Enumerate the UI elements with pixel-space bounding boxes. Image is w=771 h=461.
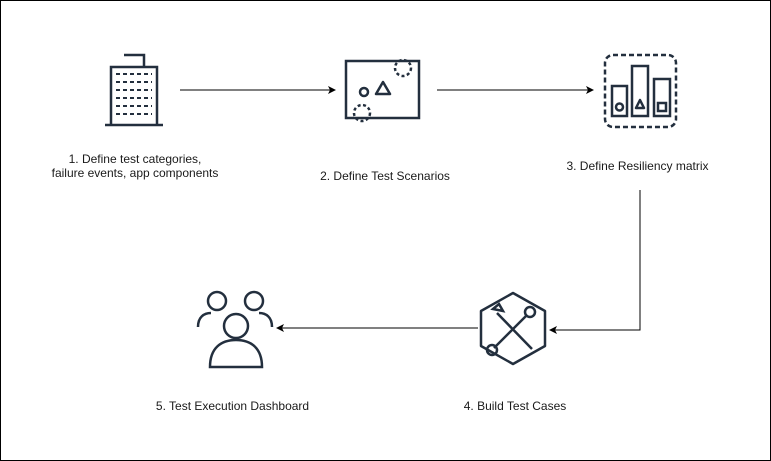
connector-3-to-4 — [549, 190, 641, 334]
step-2-label: 2. Define Test Scenarios — [320, 169, 450, 183]
matrix-chart-icon — [603, 53, 678, 129]
scenario-map-icon — [344, 58, 421, 123]
step-1-label-line-1: 1. Define test categories, — [68, 152, 202, 166]
tools-hexagon-icon — [479, 291, 547, 366]
step-1-label-line-2: failure events, app components — [51, 166, 219, 180]
step-5-label: 5. Test Execution Dashboard — [155, 399, 310, 413]
step-1-label: 1. Define test categories, failure event… — [20, 152, 250, 180]
step-3-label: 3. Define Resiliency matrix — [566, 159, 709, 173]
step-4-label: 4. Build Test Cases — [463, 399, 567, 413]
users-group-icon — [196, 290, 274, 369]
building-icon — [105, 53, 163, 127]
